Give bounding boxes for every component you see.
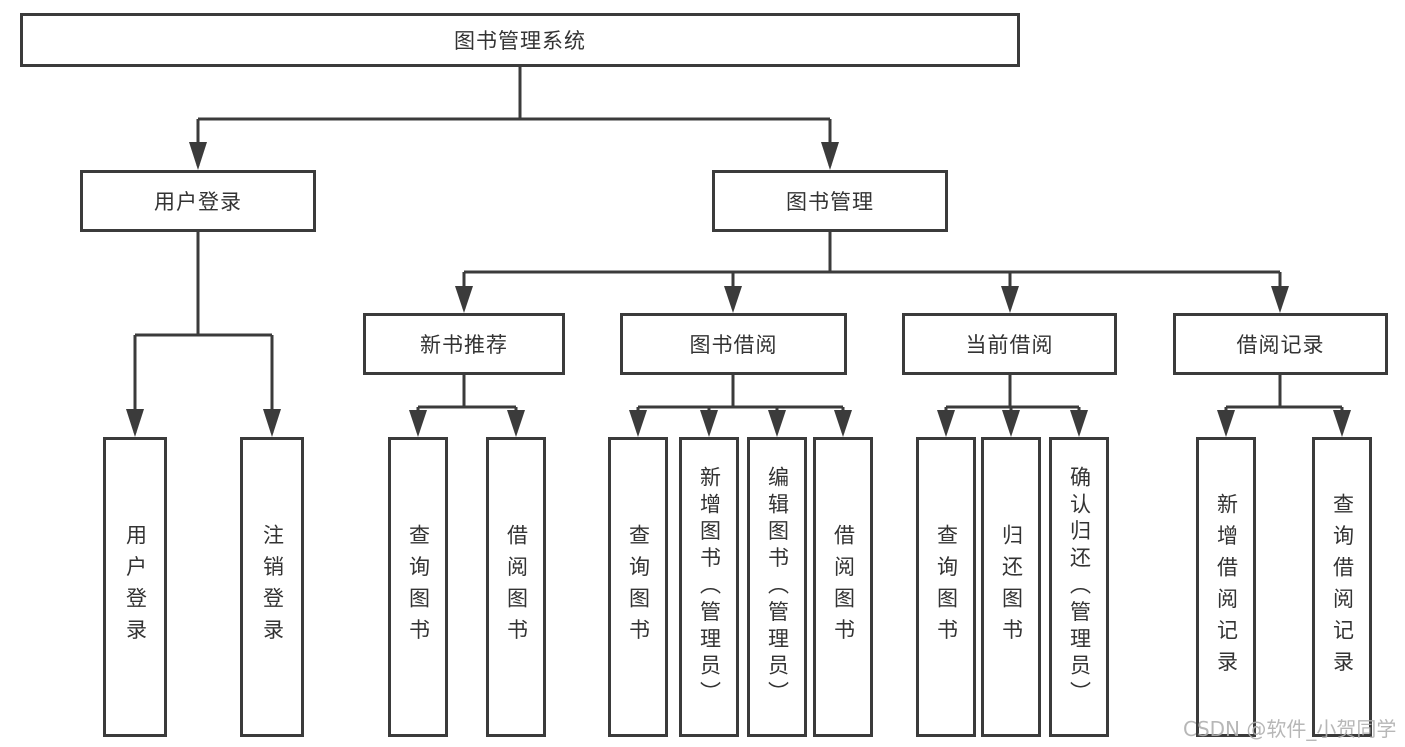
leaf-label: 查询图书 [406,524,431,650]
leaf-borrow-books: 借阅图书 [813,437,873,737]
leaf-user-login: 用户登录 [103,437,167,737]
leaf-label: 查询图书 [626,524,651,650]
arrowhead [507,410,525,437]
node-library-management-system: 图书管理系统 [20,13,1020,67]
leaf-query-books: 查询图书 [916,437,976,737]
arrowhead [834,410,852,437]
node-current-borrowing: 当前借阅 [902,313,1117,375]
node-label: 图书管理 [786,190,874,214]
node-new-book-recommendation: 新书推荐 [363,313,565,375]
arrowhead [629,410,647,437]
node-label: 图书借阅 [689,333,778,357]
arrowhead [700,410,718,437]
leaf-label: 查询图书 [934,524,959,650]
leaf-label: 新增图书（管理员） [697,466,722,708]
leaf-query-books: 查询图书 [388,437,448,737]
arrowhead [409,410,427,437]
arrowhead [1217,410,1235,437]
leaf-label: 借阅图书 [831,524,856,650]
node-label: 借阅记录 [1236,333,1325,357]
leaf-label: 注销登录 [260,524,285,650]
leaf-label: 用户登录 [123,524,148,650]
leaf-label: 新增借阅记录 [1214,492,1239,682]
arrowhead [1002,410,1020,437]
leaf-label: 归还图书 [999,524,1024,650]
connector-borrowrecords-to-leaves [1217,375,1351,437]
arrowhead [126,409,144,437]
arrowhead [189,142,207,170]
arrowhead [724,286,742,313]
leaf-logout: 注销登录 [240,437,304,737]
leaf-label: 确认归还（管理员） [1067,466,1092,708]
leaf-label: 编辑图书（管理员） [765,466,790,708]
arrowhead [768,410,786,437]
leaf-add-books-admin: 新增图书（管理员） [679,437,739,737]
leaf-label: 查询借阅记录 [1330,492,1355,682]
connector-bookborrow-to-leaves [629,375,852,437]
arrowhead [1070,410,1088,437]
leaf-query-books: 查询图书 [608,437,668,737]
watermark: CSDN @软件_小贺同学 [1183,717,1397,741]
leaf-query-borrow-record: 查询借阅记录 [1312,437,1372,737]
node-book-borrowing: 图书借阅 [620,313,847,375]
arrowhead [937,410,955,437]
connector-bookmgmt-to-level3 [455,232,1289,313]
arrowhead [455,286,473,313]
connector-userlogin-to-leaves [126,232,281,437]
node-borrowing-records: 借阅记录 [1173,313,1388,375]
node-user-login: 用户登录 [80,170,316,232]
leaf-return-books: 归还图书 [981,437,1041,737]
arrowhead [821,142,839,170]
connector-newbooks-to-leaves [409,375,525,437]
arrowhead [1001,286,1019,313]
node-book-management: 图书管理 [712,170,948,232]
arrowhead [263,409,281,437]
leaf-edit-books-admin: 编辑图书（管理员） [747,437,807,737]
node-label: 当前借阅 [965,333,1054,357]
connector-root-to-level2 [189,66,839,170]
node-label: 用户登录 [154,190,242,214]
leaf-label: 借阅图书 [504,524,529,650]
leaf-borrow-books: 借阅图书 [486,437,546,737]
arrowhead [1333,410,1351,437]
arrowhead [1271,286,1289,313]
node-label: 图书管理系统 [454,29,586,53]
leaf-add-borrow-record: 新增借阅记录 [1196,437,1256,737]
connector-currentborrow-to-leaves [937,375,1088,437]
leaf-confirm-return-admin: 确认归还（管理员） [1049,437,1109,737]
node-label: 新书推荐 [420,333,508,357]
